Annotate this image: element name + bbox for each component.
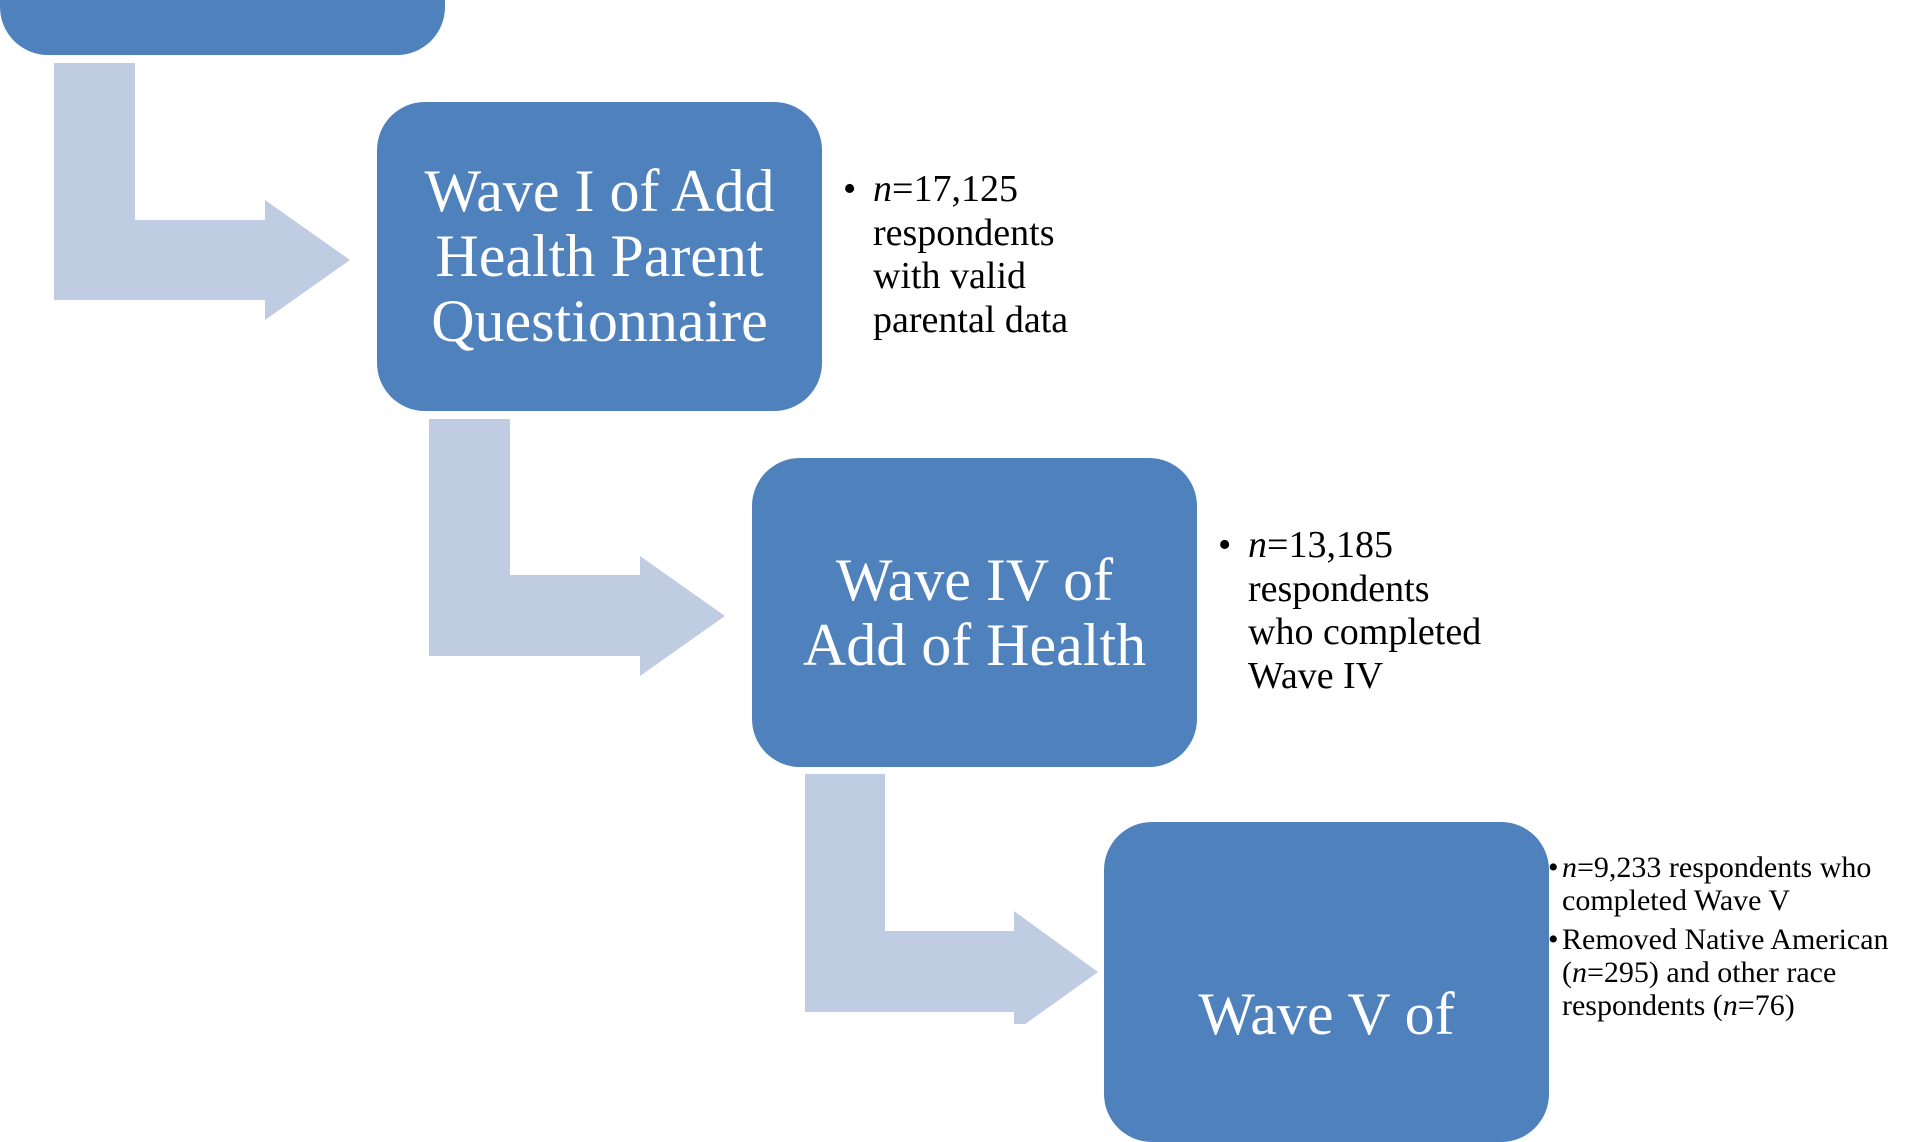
box-title-line: Wave IV of: [835, 546, 1114, 613]
step-box-wave-iv: Wave IV of Add of Health: [752, 458, 1197, 767]
box-title-line: Questionnaire: [431, 288, 768, 354]
bullet-icon: •: [843, 168, 857, 210]
step-box-wave-i-add-health: [0, 0, 445, 55]
step-box-wave-v: Wave V of: [1104, 822, 1549, 1142]
flow-arrow-1-shape: [54, 63, 350, 320]
step-note-partial: Health: [495, 0, 596, 10]
step-note-wave-v: • n=9,233 respondents who completed Wave…: [1548, 851, 1889, 1022]
bullet-icon: •: [1218, 524, 1232, 566]
box-title-line: Wave I of Add: [424, 158, 775, 224]
box-title-line: Wave V of: [1198, 981, 1455, 1047]
flow-arrow-3-shape: [805, 774, 1098, 1024]
box-title-line: Health Parent: [435, 223, 764, 289]
box-title-line: Add of Health: [802, 611, 1147, 678]
bullet-icon: •: [1548, 851, 1559, 884]
step-box-wave-i-parent-questionnaire: Wave I of Add Health Parent Questionnair…: [377, 102, 822, 411]
flow-arrow-2-shape: [429, 419, 725, 676]
step-note-wave-iv: • n=13,185 respondents who completed Wav…: [1218, 524, 1482, 697]
step-note-wave-i-parent: • n=17,125 respondents with valid parent…: [843, 168, 1069, 341]
flow-arrow-1: [54, 63, 1098, 1024]
bullet-icon: •: [1548, 923, 1559, 956]
